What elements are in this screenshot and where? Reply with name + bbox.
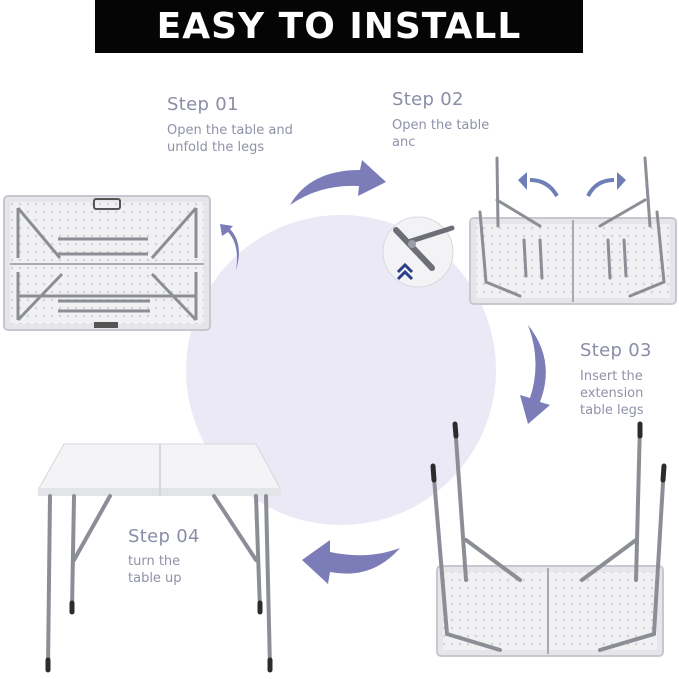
step-04-title: Step 04 [128,526,200,547]
step-02-desc: Open the table anc [392,117,489,151]
step-03-desc-line-1: Insert the [580,369,643,384]
step-02-desc-line-2: anc [392,135,416,150]
step-03-desc-line-3: table legs [580,403,644,418]
step-01-desc: Open the table and unfold the legs [167,122,293,156]
step-03-title: Step 03 [580,340,652,361]
curved-arrow-icon [220,160,550,584]
step-01-desc-line-1: Open the table and [167,123,293,138]
step-02-table-image [469,156,677,305]
title-banner: EASY TO INSTALL [95,0,583,53]
step-02-desc-line-1: Open the table [392,118,490,133]
latch-detail-icon [382,216,455,288]
step-02-title: Step 02 [392,89,464,110]
step-04-desc: turn the table up [128,553,182,587]
step-03-table-image [430,421,667,657]
step-03-desc: Insert the extension table legs [580,368,644,419]
step-01-desc-line-2: unfold the legs [167,140,265,155]
step-04-desc-line-2: table up [128,571,182,586]
step-01-title: Step 01 [167,94,239,115]
banner-title: EASY TO INSTALL [156,6,522,47]
step-04-table-image [37,443,282,673]
step-01-table-image [3,195,211,331]
step-04-desc-line-1: turn the [128,554,181,569]
step-03-desc-line-2: extension [580,386,644,401]
